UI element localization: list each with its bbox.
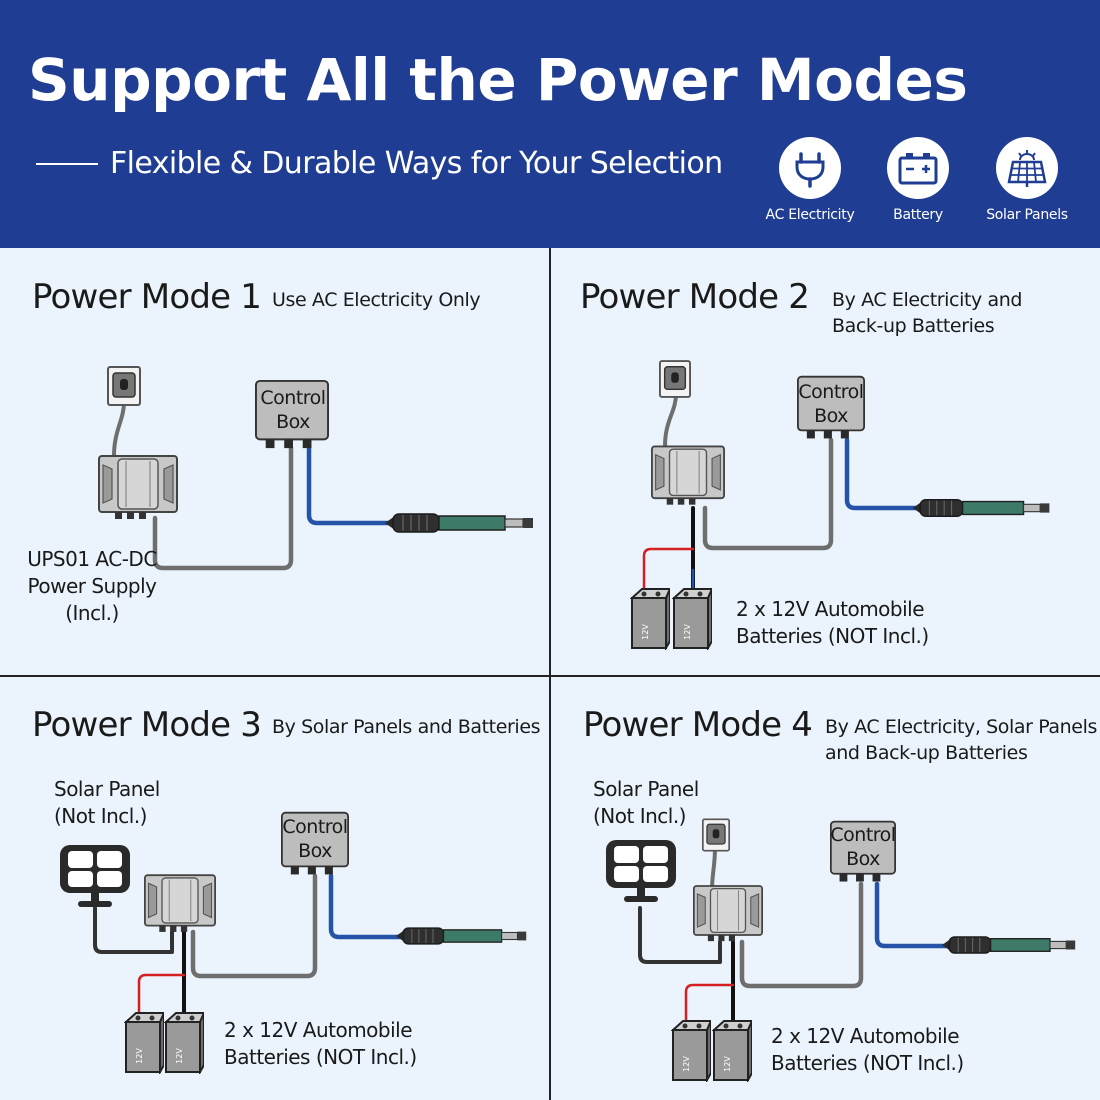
solar-cable bbox=[93, 906, 174, 954]
car-battery-icon bbox=[165, 1012, 204, 1073]
solar-panel-icon bbox=[60, 845, 130, 907]
battery-icon bbox=[887, 137, 949, 199]
mode-1-description: Use AC Electricity Only bbox=[272, 289, 481, 311]
feature-label: Solar Panels bbox=[986, 207, 1068, 223]
feature-solar-panels: Solar Panels bbox=[967, 137, 1087, 223]
mode-3-title: Power Mode 3 bbox=[32, 705, 262, 745]
wall-outlet-icon bbox=[107, 366, 141, 406]
power-supply-label: UPS01 AC-DC Power Supply (Incl.) bbox=[27, 547, 157, 625]
mode-2-description: By AC Electricity and Back-up Batteries bbox=[832, 289, 1023, 337]
car-battery-icon bbox=[631, 588, 670, 649]
ac-cable bbox=[702, 437, 834, 551]
solar-panel-label: Solar Panel (Not Incl.) bbox=[593, 777, 699, 828]
battery-marking: 12V bbox=[175, 1048, 184, 1064]
battery-marking: 12V bbox=[723, 1056, 732, 1072]
battery-marking: 12V bbox=[683, 624, 692, 640]
mode-2-title: Power Mode 2 bbox=[580, 277, 810, 317]
battery-positive-wire bbox=[137, 973, 186, 1024]
dc-cable bbox=[306, 445, 395, 526]
actuator-icon bbox=[912, 498, 1051, 518]
battery-marking: 12V bbox=[135, 1048, 144, 1064]
control-box-label: Control Box bbox=[830, 824, 896, 870]
wall-outlet-icon bbox=[702, 818, 730, 852]
page-subtitle: Flexible & Durable Ways for Your Selecti… bbox=[110, 146, 723, 181]
page-title: Support All the Power Modes bbox=[28, 46, 968, 114]
solar-panel-icon bbox=[606, 840, 676, 902]
dc-cable bbox=[328, 873, 405, 940]
subtitle-rule bbox=[36, 163, 98, 165]
battery-label: 2 x 12V Automobile Batteries (NOT Incl.) bbox=[736, 597, 929, 648]
feature-label: AC Electricity bbox=[765, 207, 855, 223]
car-battery-icon bbox=[672, 1020, 711, 1081]
dc-cable bbox=[844, 437, 921, 511]
actuator-icon bbox=[942, 936, 1076, 954]
battery-positive-wire bbox=[642, 547, 695, 599]
ac-cable bbox=[190, 873, 318, 979]
solar-panel-label: Solar Panel (Not Incl.) bbox=[54, 777, 160, 828]
vertical-divider bbox=[549, 248, 551, 1100]
mode-3-description: By Solar Panels and Batteries bbox=[272, 716, 541, 738]
plug-icon bbox=[779, 137, 841, 199]
control-box-label: Control Box bbox=[282, 816, 348, 862]
battery-marking: 12V bbox=[682, 1056, 691, 1072]
dc-cable bbox=[874, 881, 951, 949]
solar-panel-icon bbox=[996, 137, 1058, 199]
battery-label: 2 x 12V Automobile Batteries (NOT Incl.) bbox=[771, 1024, 964, 1075]
power-supply-icon bbox=[651, 445, 725, 506]
wall-outlet-icon bbox=[659, 360, 691, 398]
mode-4-title: Power Mode 4 bbox=[583, 705, 813, 745]
outlet-cable bbox=[663, 392, 678, 448]
car-battery-icon bbox=[713, 1020, 752, 1081]
header-banner: Support All the Power Modes Flexible & D… bbox=[0, 0, 1100, 248]
battery-label: 2 x 12V Automobile Batteries (NOT Incl.) bbox=[224, 1018, 417, 1069]
horizontal-divider bbox=[0, 675, 1100, 677]
outlet-cable bbox=[710, 846, 717, 892]
car-battery-icon bbox=[673, 588, 712, 649]
actuator-icon bbox=[385, 513, 534, 533]
feature-label: Battery bbox=[893, 207, 943, 223]
power-supply-icon bbox=[98, 455, 178, 520]
feature-battery: Battery bbox=[858, 137, 978, 223]
mode-1-title: Power Mode 1 bbox=[32, 277, 262, 317]
battery-marking: 12V bbox=[641, 624, 650, 640]
power-supply-icon bbox=[144, 874, 216, 933]
outlet-cable bbox=[112, 400, 126, 458]
actuator-icon bbox=[396, 927, 527, 945]
battery-positive-wire bbox=[684, 983, 735, 1032]
control-box-label: Control Box bbox=[798, 381, 864, 427]
solar-cable bbox=[638, 906, 722, 964]
control-box-label: Control Box bbox=[260, 387, 326, 433]
power-supply-icon bbox=[693, 885, 763, 943]
car-battery-icon bbox=[125, 1012, 164, 1073]
ac-cable bbox=[739, 881, 864, 989]
mode-4-description: By AC Electricity, Solar Panels and Back… bbox=[825, 716, 1097, 764]
feature-ac-electricity: AC Electricity bbox=[750, 137, 870, 223]
ac-cable bbox=[152, 445, 294, 571]
